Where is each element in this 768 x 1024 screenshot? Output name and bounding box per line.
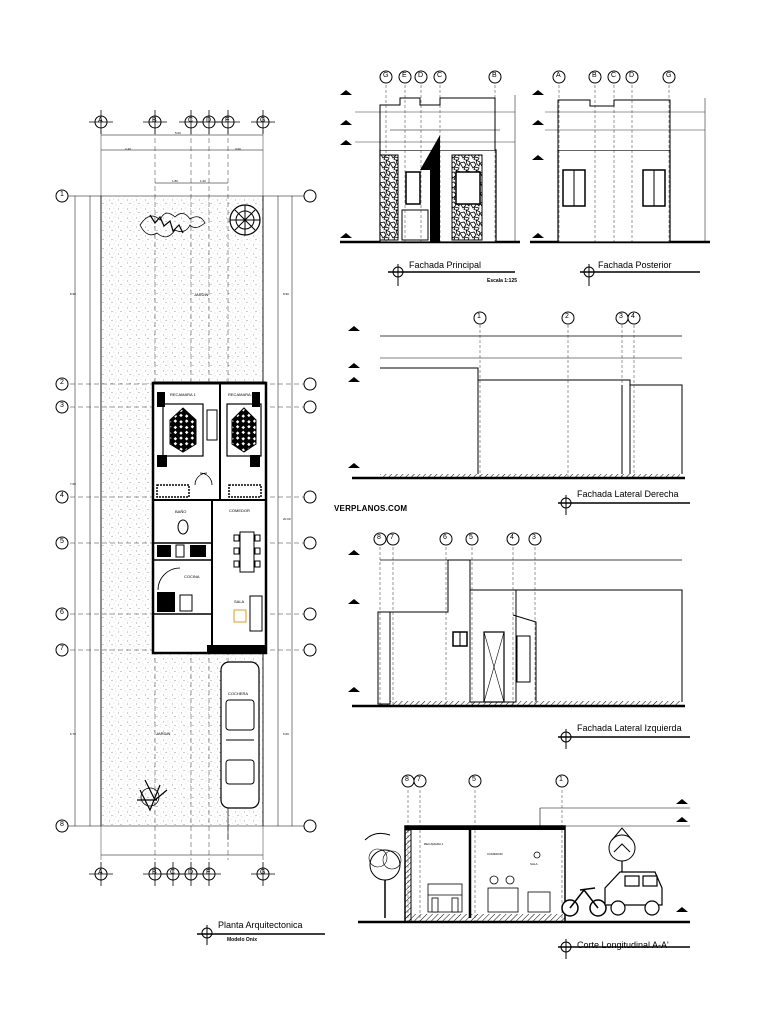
room-label: RECAMARA 1 (424, 842, 444, 846)
plan-subtitle: Modelo Onix (227, 937, 257, 943)
svg-text:8.90: 8.90 (70, 292, 76, 296)
room-label: RECAMARA 2 (228, 392, 254, 397)
axis-label: 3 (619, 313, 623, 320)
axis-label: 5 (60, 538, 64, 545)
axis-label: D (206, 117, 212, 124)
garden-trees (137, 204, 261, 812)
axis-label: 2 (60, 379, 64, 386)
right-title: Fachada Lateral Derecha (577, 489, 679, 499)
axis-label: B (492, 72, 497, 79)
axis-label: 8 (405, 776, 409, 783)
interior-fixtures (157, 519, 263, 840)
axis-label: C (611, 72, 617, 79)
room-label: SALA (530, 862, 538, 866)
rear-title: Fachada Posterior (598, 260, 672, 270)
svg-text:7.60: 7.60 (70, 482, 76, 486)
axis-label: 3 (532, 534, 536, 541)
motorcycle (561, 887, 607, 917)
plan-axes-top (89, 110, 275, 134)
room-label: COCHERA (228, 691, 249, 696)
front-scale: Escala 1:125 (487, 278, 518, 284)
axis-label: G (666, 72, 672, 79)
room-label: COMEDOR (229, 508, 250, 513)
axis-label: A (98, 117, 103, 124)
axis-label: E (225, 117, 230, 124)
axis-label: A (556, 72, 561, 79)
axis-label: 1 (477, 313, 481, 320)
axis-label: 7 (60, 645, 64, 652)
axis-label: D (188, 869, 194, 876)
axis-label: 8 (377, 534, 381, 541)
svg-text:1.80: 1.80 (172, 179, 178, 183)
axis-label: 6 (60, 609, 64, 616)
axis-label: 2 (565, 313, 569, 320)
axis-label: D (418, 72, 424, 79)
svg-text:5.00: 5.00 (175, 131, 181, 135)
section-tree (364, 832, 402, 918)
axis-label: G (260, 117, 266, 124)
left-elevation (348, 532, 690, 749)
axis-label: 6 (443, 534, 447, 541)
room-label: RECAMARA 1 (170, 392, 196, 397)
axis-label: 4 (631, 313, 635, 320)
axis-label: E (402, 72, 407, 79)
front-elevation (340, 70, 520, 286)
axis-label: 1 (559, 776, 563, 783)
axis-label: 4 (510, 534, 514, 541)
room-label: COCINA (184, 574, 200, 579)
svg-text:6.70: 6.70 (70, 732, 76, 736)
axis-label: G (383, 72, 389, 79)
svg-text:1.20: 1.20 (200, 179, 206, 183)
section-title: Corte Longitudinal A-A' (577, 940, 669, 950)
axis-label: 1 (60, 191, 64, 198)
axis-label: D (629, 72, 635, 79)
svg-text:8.90: 8.90 (283, 292, 289, 296)
svg-text:20.00: 20.00 (283, 517, 291, 521)
rear-elevation (530, 70, 710, 286)
axis-label: C (437, 72, 443, 79)
axis-label: B (592, 72, 597, 79)
axis-label: G (260, 869, 266, 876)
brand-watermark: VERPLANOS.COM (334, 504, 408, 513)
plan-axes-side (55, 189, 317, 833)
room-label: SALA (234, 599, 245, 604)
axis-label: E (206, 869, 211, 876)
room-label: JARDIN (156, 731, 171, 736)
axis-label: 5 (472, 776, 476, 783)
right-elevation (348, 311, 690, 515)
left-title: Fachada Lateral Izquierda (577, 723, 682, 733)
axis-label: 8 (60, 821, 64, 828)
axis-label: B (152, 117, 157, 124)
axis-label: C (170, 869, 176, 876)
room-label: JARDIN (194, 292, 209, 297)
plan-title: Planta Arquitectonica (218, 920, 303, 930)
plan-axes-bottom (89, 862, 275, 886)
axis-label: 7 (417, 776, 421, 783)
room-label: COMEDOR (487, 852, 503, 856)
axis-label: 4 (60, 492, 64, 499)
axis-label: 3 (60, 402, 64, 409)
section-tree-right (608, 827, 636, 872)
svg-text:6.60: 6.60 (283, 732, 289, 736)
room-label: BAÑO (175, 509, 187, 514)
axis-label: C (188, 117, 194, 124)
axis-label: 5 (469, 534, 473, 541)
longitudinal-section (358, 774, 690, 959)
front-title: Fachada Principal (409, 260, 482, 270)
section-car (604, 871, 663, 916)
axis-label: B (152, 869, 157, 876)
axis-label: 7 (390, 534, 394, 541)
floor-plan: 2.40 5.00 3.00 1.80 1.20 8.90 8.90 7.60 20.00… (55, 110, 325, 945)
svg-text:2.40: 2.40 (125, 147, 131, 151)
plan-title-marker (197, 925, 325, 945)
svg-text:3.00: 3.00 (235, 147, 241, 151)
axis-label: A (98, 869, 103, 876)
bedroom-furniture (156, 392, 262, 498)
